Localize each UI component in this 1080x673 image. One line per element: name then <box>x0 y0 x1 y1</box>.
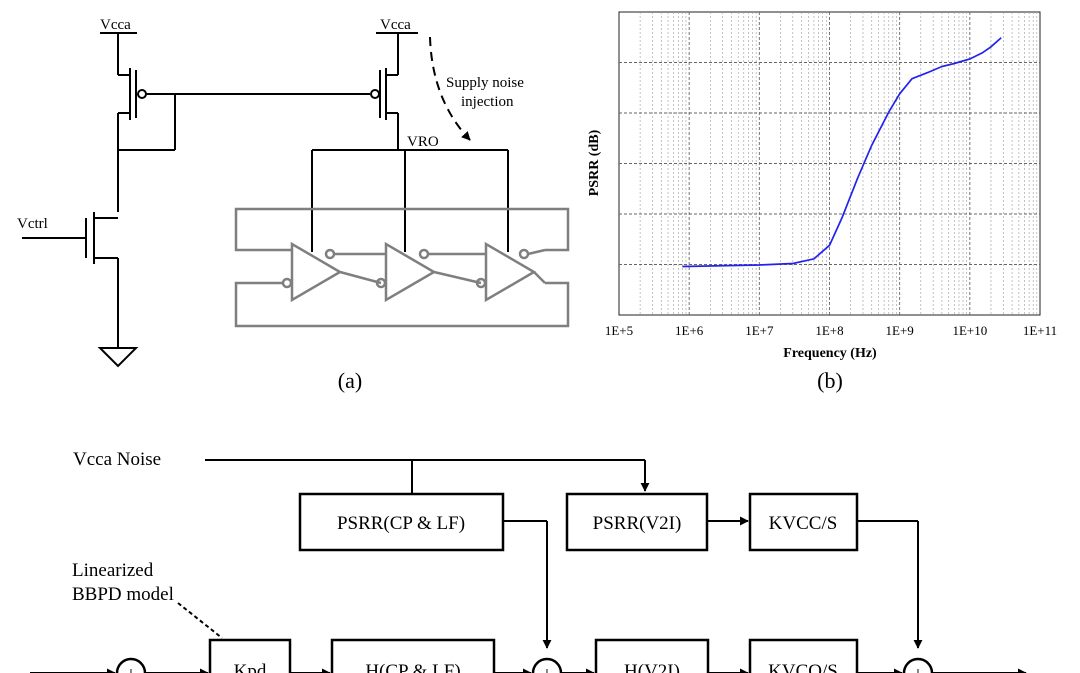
summer-2 <box>531 657 563 673</box>
psrr-v2i-block <box>565 492 709 552</box>
vro-label: VRO <box>407 134 439 150</box>
circuit-schematic: Vcca Vctrl Vcca VRO <box>17 17 570 393</box>
kpd-label: Kpd <box>234 661 267 673</box>
summer-2-plus: + <box>542 664 553 673</box>
h-cplf-block <box>330 638 496 673</box>
pll-noise-block-diagram: Vcca Noise PSRR(CP & LF) PSRR(V2I) KVCC/… <box>30 449 1027 673</box>
psrr-cplf-label: PSRR(CP & LF) <box>337 513 465 534</box>
h-cplf-label: H(CP & LF) <box>365 661 460 673</box>
x-tick-label: 1E+5 <box>605 323 633 338</box>
bbpd-annotation-line2: BBPD model <box>72 584 174 605</box>
caption-b: (b) <box>817 368 843 393</box>
kvcc-label: KVCC/S <box>769 513 838 534</box>
x-tick-label: 1E+8 <box>815 323 843 338</box>
summer-3-plus: + <box>913 664 924 673</box>
summer-1-plus: + <box>126 664 137 673</box>
caption-a: (a) <box>338 368 362 393</box>
x-tick-label: 1E+10 <box>952 323 987 338</box>
summer-3 <box>902 657 934 673</box>
kpd-block <box>208 638 292 673</box>
x-tick-label: 1E+7 <box>745 323 774 338</box>
vcca-right-label: Vcca <box>380 17 411 33</box>
x-tick-labels: 1E+5 1E+6 1E+7 1E+8 1E+9 1E+10 1E+11 <box>605 323 1057 338</box>
x-tick-label: 1E+9 <box>886 323 914 338</box>
psrr-chart: 1E+5 1E+6 1E+7 1E+8 1E+9 1E+10 1E+11 Frequency… <box>587 11 1057 393</box>
summer-1 <box>115 657 147 673</box>
ring-oscillator <box>234 207 570 328</box>
x-axis-label: Frequency (Hz) <box>783 346 877 361</box>
y-axis-label: PSRR (dB) <box>587 129 602 196</box>
h-v2i-block <box>594 638 710 673</box>
x-tick-label: 1E+6 <box>675 323 704 338</box>
kvco-block <box>748 638 859 673</box>
x-tick-label: 1E+11 <box>1023 323 1057 338</box>
psrr-v2i-label: PSRR(V2I) <box>593 513 682 534</box>
noise-label-line1: Supply noise <box>446 75 524 91</box>
bbpd-annotation-line1: Linearized <box>72 560 154 581</box>
psrr-cplf-block <box>298 492 505 552</box>
vctrl-label: Vctrl <box>17 216 48 232</box>
psrr-series-line <box>682 37 1002 268</box>
vcca-noise-label: Vcca Noise <box>73 449 161 470</box>
h-v2i-label: H(V2I) <box>624 661 680 673</box>
kvco-label: KVCO/S <box>768 661 838 673</box>
noise-label-line2: injection <box>461 94 514 110</box>
vcca-left-label: Vcca <box>100 17 131 33</box>
